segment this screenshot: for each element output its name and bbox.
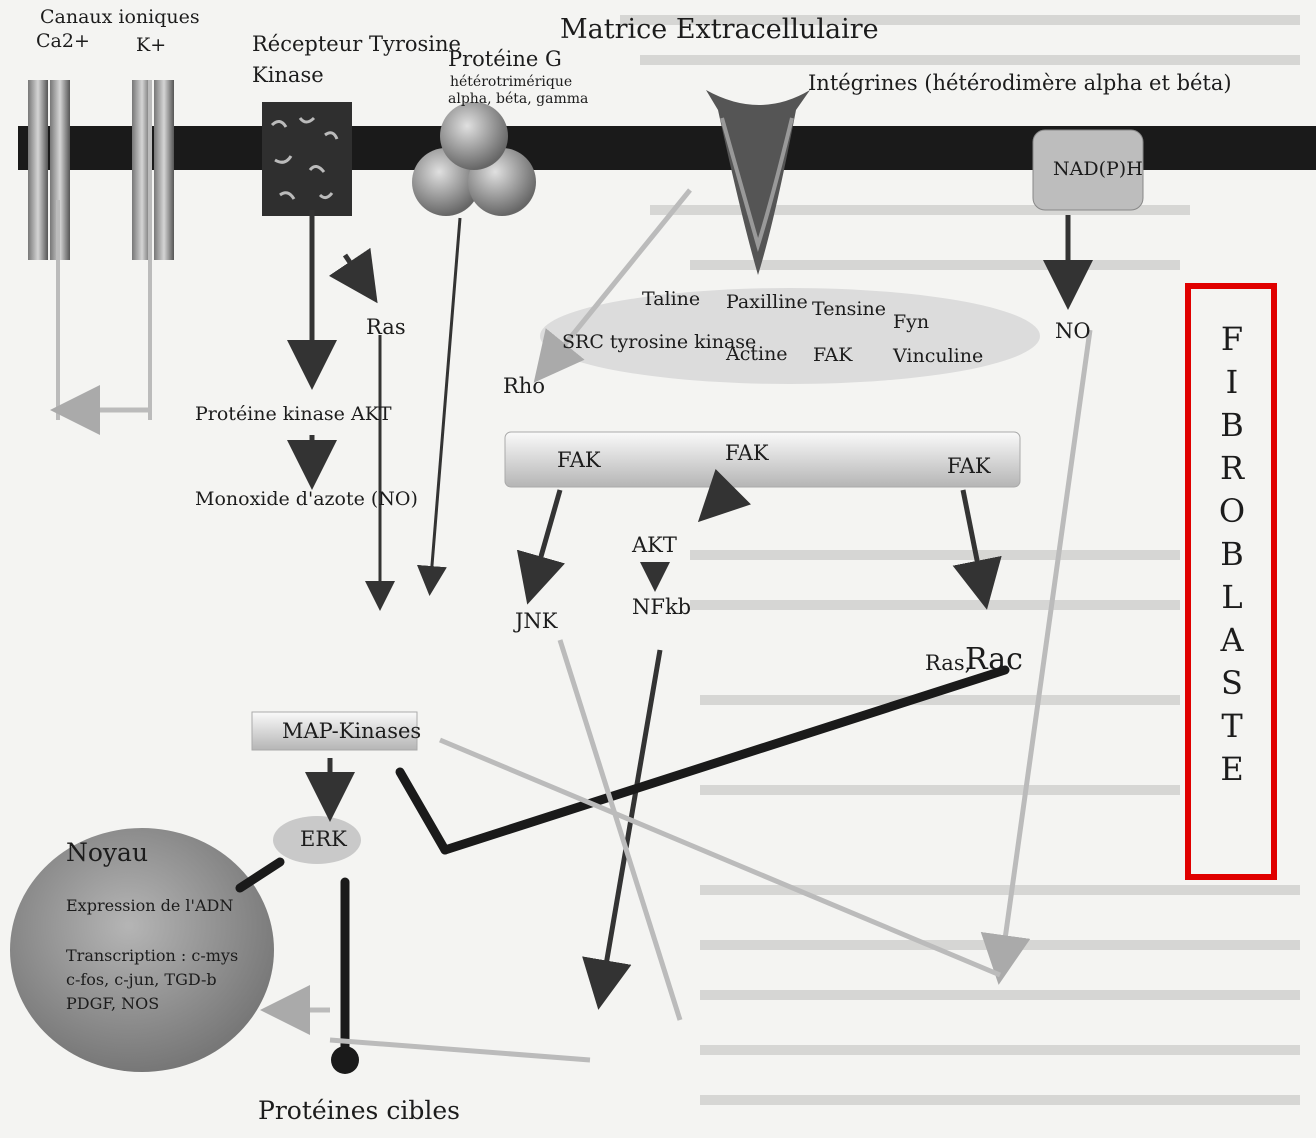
label-actine: Actine (726, 343, 788, 365)
label-potassium: K+ (136, 34, 167, 56)
label-integrines: Intégrines (hétérodimère alpha et béta) (808, 71, 1232, 95)
erk-ellipse (273, 816, 361, 864)
fibroblaste-letter: B (1220, 406, 1244, 444)
label-noyau: Noyau (66, 838, 149, 867)
fibroblaste-vertical-label: F I B R O B L A S T E (1212, 318, 1252, 791)
fibroblaste-letter: O (1218, 492, 1246, 530)
label-monoxide-azote: Monoxide d'azote (NO) (195, 488, 418, 510)
label-taline: Taline (642, 288, 701, 310)
nucleus (10, 828, 274, 1072)
label-jnk: JNK (515, 609, 558, 633)
fibroblaste-letter: E (1220, 750, 1244, 788)
fibroblaste-letter: S (1221, 664, 1243, 702)
ion-channels (28, 80, 174, 435)
integrin (706, 90, 810, 275)
label-src-tyrosine-kinase: SRC tyrosine kinase (562, 331, 757, 353)
g-protein (412, 102, 536, 216)
label-recepteur-tyrosine: Récepteur Tyrosine (252, 32, 461, 56)
fibroblaste-letter: L (1221, 578, 1243, 616)
label-pdgf-nos: PDGF, NOS (66, 994, 160, 1013)
receptor-tyrosine-kinase (262, 102, 352, 216)
label-nfkb: NFkb (632, 595, 692, 619)
label-fak-small: FAK (813, 344, 853, 366)
map-kinase-bar (251, 711, 418, 751)
label-matrice-extracellulaire: Matrice Extracellulaire (560, 14, 879, 45)
label-tensine: Tensine (812, 298, 886, 320)
label-fak-2: FAK (725, 441, 769, 465)
label-akt: AKT (632, 533, 677, 557)
fibroblaste-letter: I (1225, 363, 1239, 401)
fibroblaste-letter: T (1221, 707, 1243, 745)
nadph-box (1032, 129, 1144, 211)
label-expression-adn: Expression de l'ADN (66, 896, 234, 915)
focal-adhesion-ellipse (540, 288, 1040, 384)
label-cfos-cjun: c-fos, c-jun, TGD-b (66, 970, 217, 989)
label-proteine-kinase-akt: Protéine kinase AKT (195, 403, 392, 425)
background-text-lines (620, 15, 1300, 1105)
label-alpha-beta-gamma: alpha, béta, gamma (448, 91, 589, 107)
fak-bar (504, 431, 1021, 488)
label-heterotrimerique: hétérotrimérique (450, 74, 573, 90)
label-erk: ERK (300, 827, 347, 851)
label-no: NO (1055, 319, 1091, 343)
fibroblaste-letter: R (1219, 449, 1245, 487)
fibroblaste-letter: B (1220, 535, 1244, 573)
label-fyn: Fyn (893, 311, 930, 333)
label-canaux-ioniques: Canaux ioniques (40, 6, 200, 28)
label-kinase: Kinase (252, 63, 324, 87)
label-rac: Rac (965, 642, 1023, 677)
label-fak-1: FAK (557, 448, 601, 472)
label-nadph: NAD(P)H (1053, 158, 1143, 180)
label-ras: Ras (366, 315, 406, 339)
label-fak-3: FAK (947, 454, 991, 478)
label-rho: Rho (503, 374, 545, 398)
label-vinculine: Vinculine (893, 345, 984, 367)
label-map-kinases: MAP-Kinases (282, 719, 422, 743)
fibroblaste-letter: A (1220, 621, 1244, 659)
fibroblaste-letter: F (1220, 320, 1244, 358)
fibroblaste-highlight-box (1185, 283, 1277, 880)
label-calcium: Ca2+ (36, 30, 90, 52)
label-transcription: Transcription : c-mys (66, 946, 239, 965)
label-proteine-g: Protéine G (448, 47, 562, 71)
label-proteines-cibles: Protéines cibles (258, 1096, 460, 1125)
label-paxilline: Paxilline (726, 291, 808, 313)
label-ras-comma: Ras, (925, 651, 972, 675)
